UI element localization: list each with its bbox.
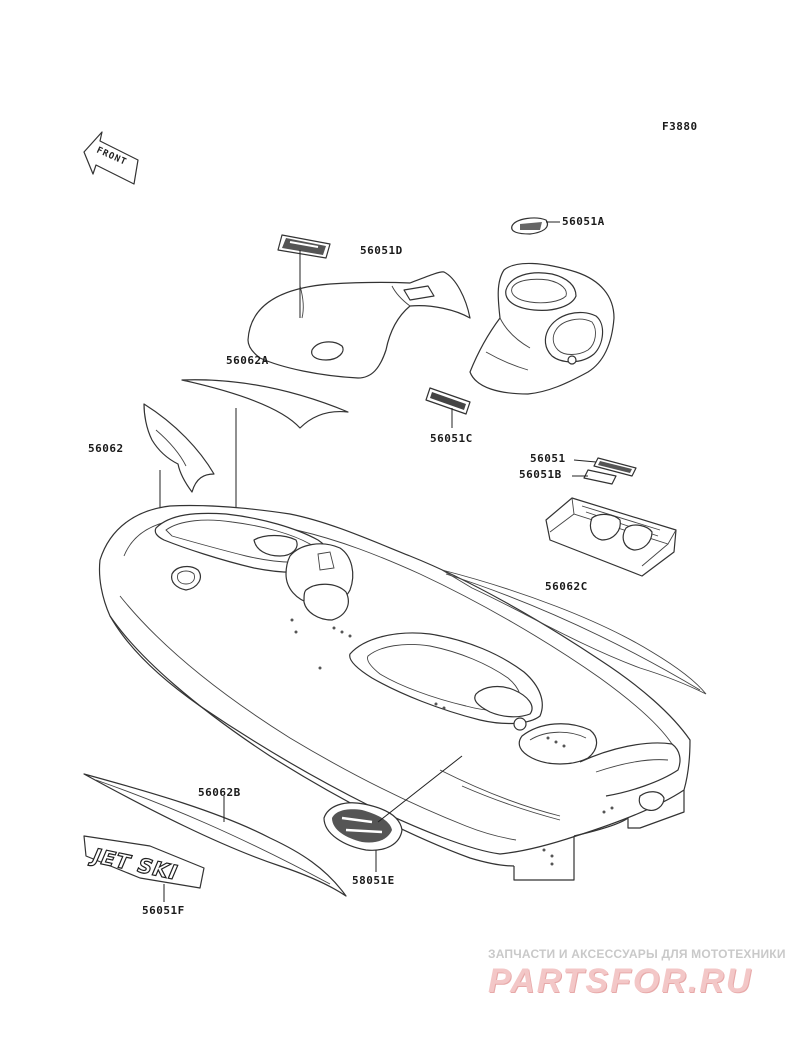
leader-56051 [573,459,597,463]
seat-cowl-part [247,271,471,379]
decal-56051 [593,457,637,477]
stripe-decal-upper [143,379,349,493]
watermark-logo: PARTSFOR.RU [488,962,753,1000]
figure-code: F3880 [662,120,698,133]
label-56062B: 56062B [198,786,241,799]
decal-56051A [511,217,549,235]
engine-hatch-part [545,497,677,577]
label-56051A: 56051A [562,215,605,228]
hull-body-part [98,504,691,881]
label-56051B: 56051B [519,468,562,481]
label-56062A: 56062A [226,354,269,367]
decal-kawasaki-56051C [425,387,471,415]
decal-56051B [583,469,617,485]
label-56051: 56051 [530,452,566,465]
decal-56051D [277,234,331,259]
watermark-tagline: ЗАПЧАСТИ И АКСЕССУАРЫ ДЛЯ МОТОТЕХНИКИ [488,947,786,961]
label-56051C: 56051C [430,432,473,445]
stripe-decal-56062B [83,773,347,897]
label-56051D: 56051D [360,244,403,257]
label-56062: 56062 [88,442,124,455]
decal-jetski-56051F: JET SKI [83,835,205,889]
instrument-pod-part [469,262,615,395]
decal-58051E [323,802,403,851]
side-stripe-decal-56062C [441,569,707,695]
label-56062C: 56062C [545,580,588,593]
label-58051E: 58051E [352,874,395,887]
label-56051F: 56051F [142,904,185,917]
front-arrow-icon: FRONT [83,131,139,185]
leader-58051E-to-hull [377,755,463,823]
